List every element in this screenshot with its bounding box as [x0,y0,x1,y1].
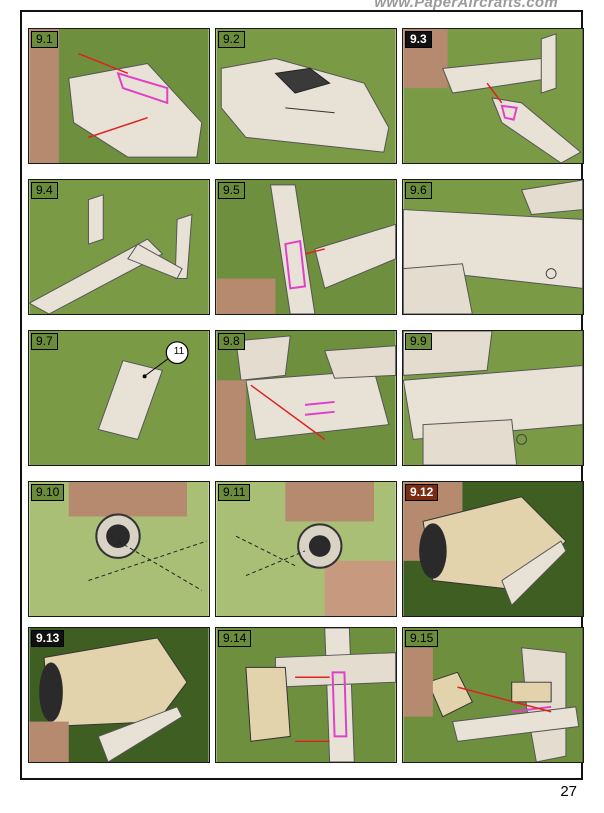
step-photo-9-3: 9.3 [402,28,584,164]
site-url: www.PaperAircrafts.com [374,0,558,11]
step-photo-9-10: 9.10 [28,481,210,617]
step-label: 9.9 [405,333,432,350]
step-label: 9.13 [31,630,65,647]
step-label: 9.4 [31,182,58,199]
step-label: 9.8 [218,333,245,350]
step-label: 9.10 [31,484,65,501]
step-label: 9.6 [405,182,432,199]
step-label: 9.1 [31,31,58,48]
step-photo-9-11: 9.11 [215,481,397,617]
step-photo-9-12: 9.12 [402,481,584,617]
step-photo-9-5: 9.5 [215,179,397,315]
step-label: 9.15 [405,630,439,647]
step-label: 9.3 [405,31,432,48]
step-photo-9-15: 9.15 [402,627,584,763]
page-number: 27 [560,783,577,800]
step-photo-9-4: 9.4 [28,179,210,315]
step-photo-9-9: 9.9 [402,330,584,466]
step-photo-9-1: 9.1 [28,28,210,164]
step-label: 9.2 [218,31,245,48]
step-label: 9.11 [218,484,251,501]
step-label: 9.12 [405,484,439,501]
part-number-callout: 11 [173,346,185,357]
step-label: 9.7 [31,333,58,350]
step-photo-9-7: 11 9.7 [28,330,210,466]
step-photo-9-2: 9.2 [215,28,397,164]
step-label: 9.14 [218,630,252,647]
step-photo-9-8: 9.8 [215,330,397,466]
step-photo-9-6: 9.6 [402,179,584,315]
instruction-page-frame: 9.1 9.2 9.3 9.4 [20,10,584,780]
step-photo-9-13: 9.13 [28,627,210,763]
step-label: 9.5 [218,182,245,199]
step-photo-9-14: 9.14 [215,627,397,763]
